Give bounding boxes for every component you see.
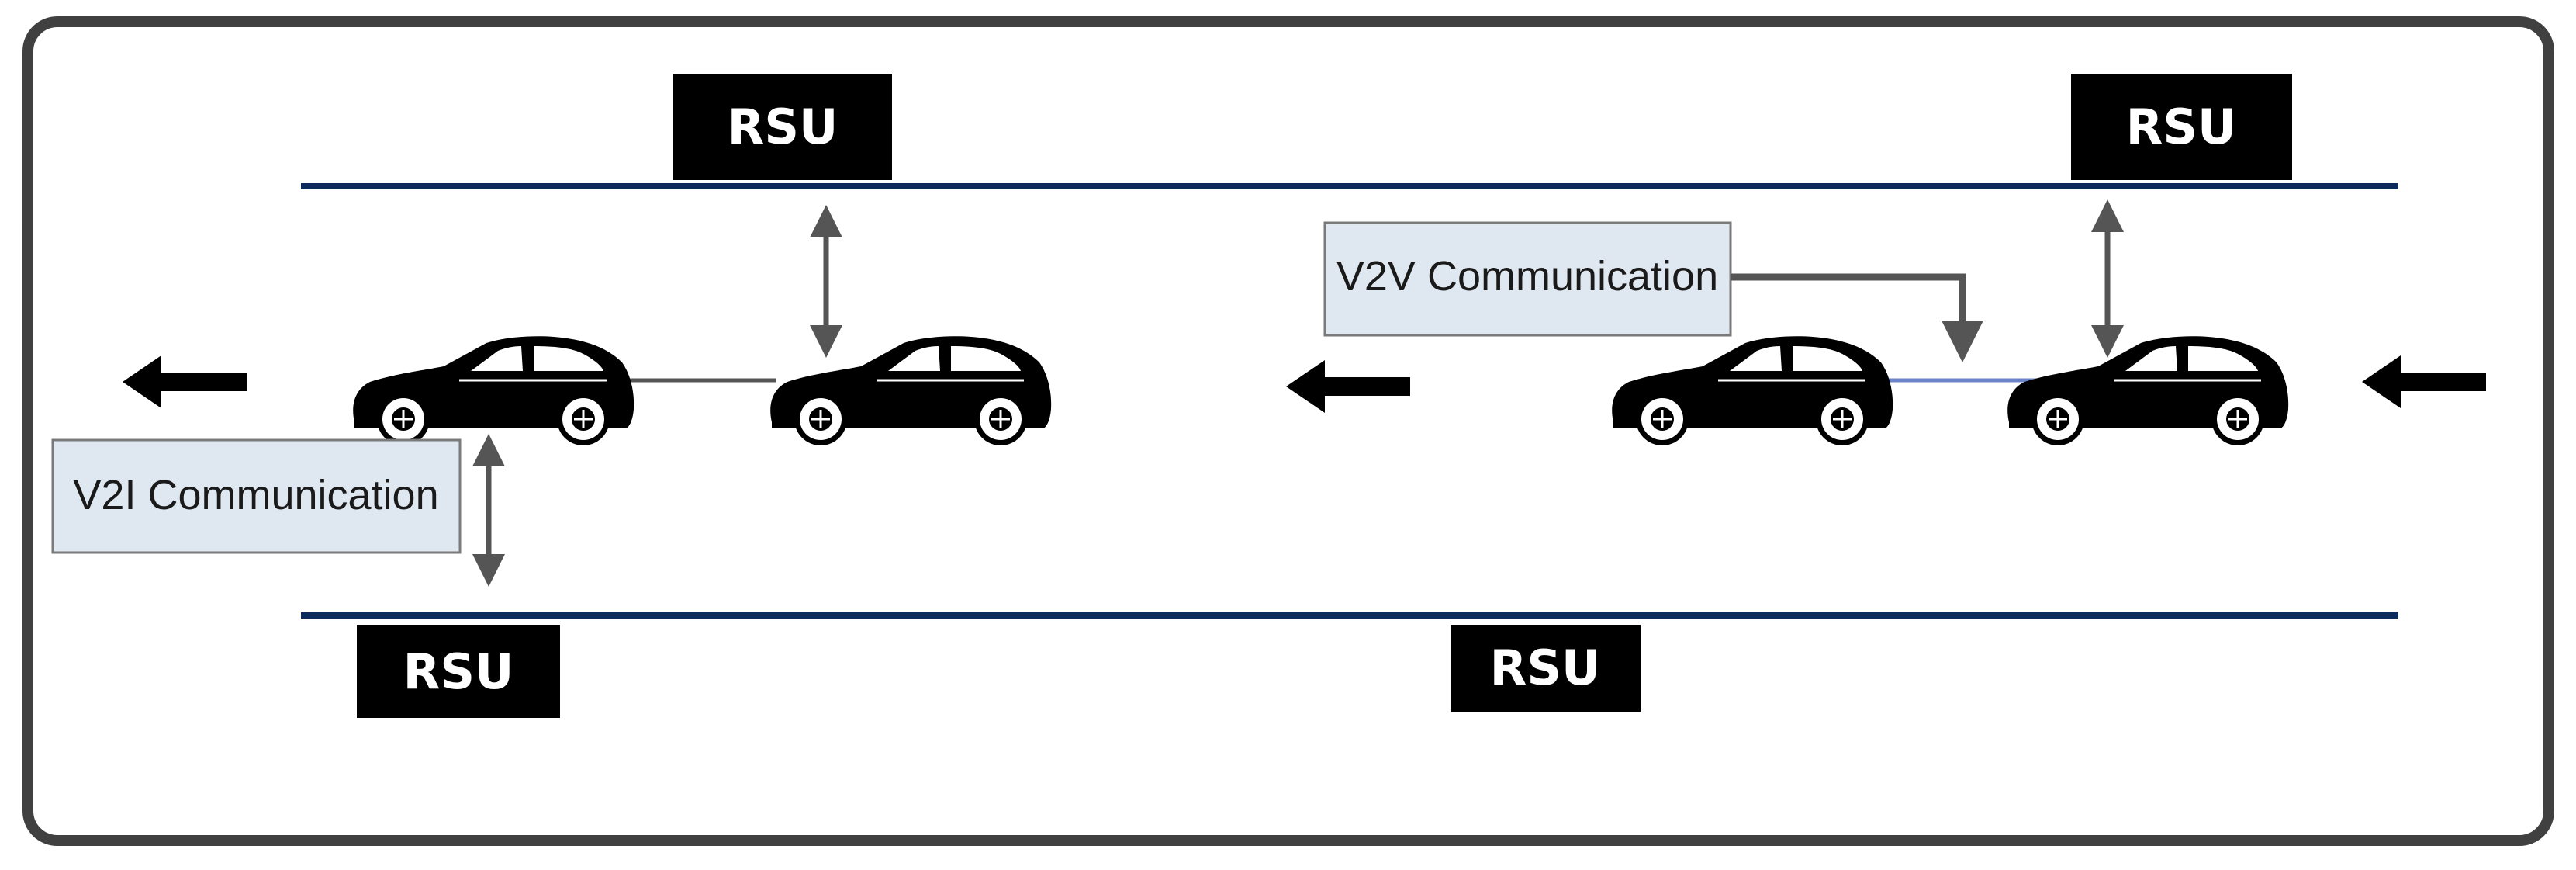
v2i-label-box: V2I Communication xyxy=(51,438,462,554)
svg-text:RSU: RSU xyxy=(403,643,514,700)
v2v-label-box: V2V Communication xyxy=(1323,221,1732,337)
rsu-top-right: RSU xyxy=(2071,74,2292,180)
svg-text:V2I Communication: V2I Communication xyxy=(73,472,438,518)
rsu-bottom-middle: RSU xyxy=(1451,625,1641,712)
diagram-frame xyxy=(22,16,2554,846)
svg-text:V2V Communication: V2V Communication xyxy=(1336,253,1718,300)
svg-text:RSU: RSU xyxy=(1490,640,1601,696)
rsu-top-left: RSU xyxy=(673,74,892,180)
svg-text:RSU: RSU xyxy=(2126,99,2237,155)
svg-text:RSU: RSU xyxy=(728,99,838,155)
rsu-bottom-left: RSU xyxy=(357,625,560,718)
v2v-pointer-arrow xyxy=(1731,273,1983,362)
